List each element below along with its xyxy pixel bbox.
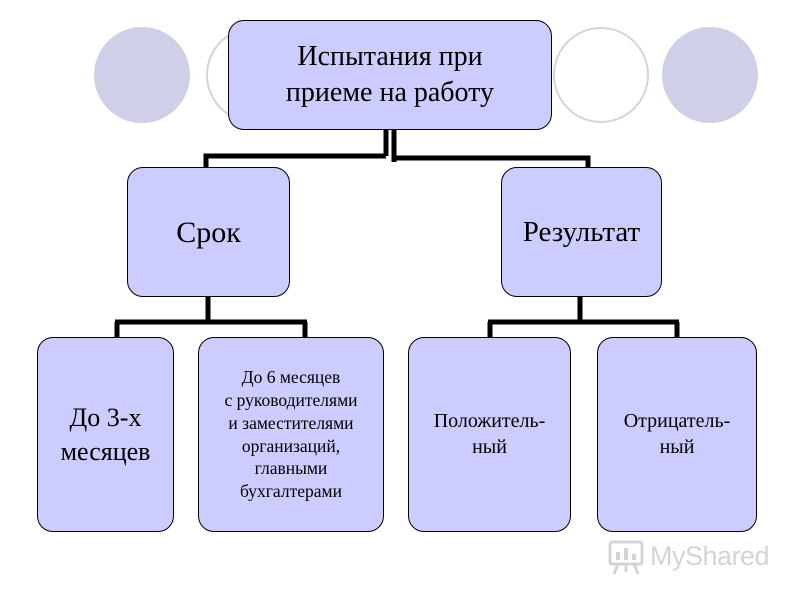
node-negative: Отрицатель- ный [597,337,757,532]
decor-circle-3 [553,27,649,123]
node-result: Результат [501,167,662,297]
node-term-label: Срок [176,216,241,249]
node-result-label: Результат [522,216,641,248]
node-negative-label: Отрицатель- ный [623,410,731,458]
node-term: Срок [127,167,290,297]
watermark-text: MyShared [650,540,770,571]
node-up-to-6-months-label: До 6 месяцев с руководителями и заместит… [224,367,358,501]
node-root-label: Испытания при приеме на работу [285,40,495,108]
connector-to-term [203,153,386,167]
presentation-board-icon [608,540,644,575]
node-up-to-3-months-label: До 3-х месяцев [60,402,151,466]
node-up-to-3-months: До 3-х месяцев [37,337,174,532]
watermark: MyShared [606,536,770,576]
node-positive-label: Положитель- ный [433,410,546,458]
decor-circle-4 [662,27,758,123]
decor-circle-1 [94,27,190,123]
connector-to-result [394,155,591,167]
node-up-to-6-months: До 6 месяцев с руководителями и заместит… [198,337,384,532]
node-root: Испытания при приеме на работу [228,20,552,130]
node-positive: Положитель- ный [408,337,571,532]
